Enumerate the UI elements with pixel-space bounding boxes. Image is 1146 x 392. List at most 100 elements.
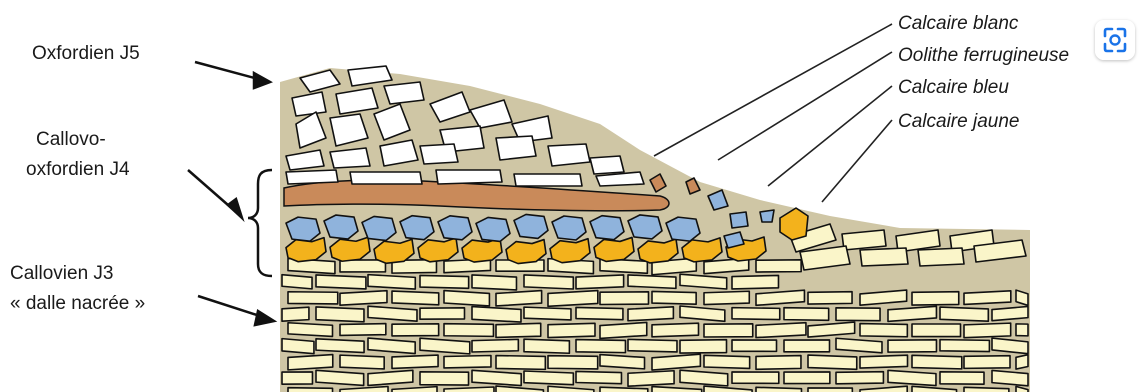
callovo-bracket xyxy=(248,170,272,276)
label-dalle-nacree: « dalle nacrée » xyxy=(10,292,145,316)
dalle-block xyxy=(288,388,333,392)
dalle-block xyxy=(680,340,727,353)
dalle-block xyxy=(472,370,521,385)
dalle-block xyxy=(732,275,778,289)
blue-block xyxy=(362,216,396,240)
blue-block xyxy=(552,216,586,240)
dalle-block xyxy=(964,323,1011,338)
dalle-block xyxy=(548,323,595,337)
dalle-block xyxy=(842,230,886,250)
dalle-block xyxy=(628,339,677,352)
dalle-block xyxy=(496,291,542,306)
dalle-block xyxy=(808,355,857,369)
dalle-block xyxy=(288,355,333,370)
lens-scan-icon xyxy=(1095,20,1135,60)
dalle-block xyxy=(576,275,624,289)
dalle-block xyxy=(628,307,673,321)
dalle-block xyxy=(472,307,521,323)
dalle-block xyxy=(652,323,698,337)
dalle-block xyxy=(940,307,988,321)
right-leader-lines xyxy=(654,24,892,202)
dalle-block xyxy=(340,291,387,306)
blue-block xyxy=(666,217,700,241)
blue-block xyxy=(590,216,624,240)
dalle-block xyxy=(282,275,312,289)
dalle-block xyxy=(600,387,648,392)
dalle-block xyxy=(704,355,750,368)
label-calcaire-jaune: Calcaire jaune xyxy=(898,110,1019,134)
white-block xyxy=(286,170,338,184)
dalle-block xyxy=(420,275,469,288)
white-block xyxy=(420,144,458,164)
white-block xyxy=(436,170,502,184)
blue-block xyxy=(628,215,662,239)
dalle-block xyxy=(282,372,312,384)
left-arrows xyxy=(188,62,274,325)
dalle-block xyxy=(368,370,413,385)
dalle-block xyxy=(444,324,493,337)
blue-block xyxy=(514,214,548,238)
dalle-block xyxy=(444,355,491,367)
dalle-block xyxy=(836,372,883,384)
label-oolithe-ferrugineuse: Oolithe ferrugineuse xyxy=(898,44,1069,68)
dalle-block xyxy=(600,322,647,338)
blue-fragment xyxy=(760,210,774,222)
dalle-block xyxy=(940,340,989,352)
white-block xyxy=(350,172,422,184)
blue-limestone-layer xyxy=(286,214,700,241)
dalle-block xyxy=(472,339,518,352)
dalle-block xyxy=(316,275,366,289)
dalle-block xyxy=(732,308,780,320)
dalle-block xyxy=(316,307,364,322)
dalle-block xyxy=(964,387,1009,392)
dalle-block xyxy=(756,260,801,272)
dalle-block xyxy=(420,372,469,385)
dalle-block xyxy=(600,292,648,305)
dalle-block xyxy=(680,370,728,386)
dalle-block xyxy=(888,370,936,385)
dalle-block xyxy=(548,291,598,307)
blue-block xyxy=(286,217,320,241)
dalle-block xyxy=(576,307,623,319)
dalle-block xyxy=(784,308,829,321)
dalle-block xyxy=(756,323,806,338)
dalle-block xyxy=(444,291,489,306)
dalle-block xyxy=(288,292,338,304)
white-block xyxy=(590,156,624,174)
dalle-block xyxy=(288,323,332,337)
dalle-block xyxy=(860,355,908,368)
dalle-block xyxy=(576,371,621,383)
dalle-block xyxy=(628,371,674,386)
blue-fragment xyxy=(730,212,748,228)
dalle-block xyxy=(316,370,364,385)
dalle-block xyxy=(420,338,470,354)
dalle-block xyxy=(888,340,936,352)
blue-block xyxy=(476,217,510,241)
dalle-block xyxy=(756,387,801,392)
dalle-block xyxy=(888,306,936,321)
dalle-block xyxy=(808,388,852,392)
label-callovo: Callovo- xyxy=(36,128,106,152)
dalle-block xyxy=(600,355,645,369)
dalle-block xyxy=(808,292,852,304)
dalle-block xyxy=(392,324,439,336)
dalle-block xyxy=(756,356,801,370)
white-block xyxy=(330,148,370,168)
dalle-block xyxy=(704,324,753,337)
dalle-block xyxy=(340,355,384,369)
lens-scan-button[interactable] xyxy=(1095,20,1135,60)
dalle-block xyxy=(940,372,984,384)
dalle-block xyxy=(836,308,880,321)
dalle-block xyxy=(524,371,573,385)
dalle-block xyxy=(992,370,1028,385)
dalle-block xyxy=(282,339,314,354)
dalle-block xyxy=(524,307,571,320)
dalle-block xyxy=(860,324,907,337)
dalle-block xyxy=(784,340,830,352)
dalle-block xyxy=(496,356,545,370)
dalle-block xyxy=(912,355,962,369)
dalle-block xyxy=(652,354,700,370)
dalle-block xyxy=(652,291,696,304)
blue-block xyxy=(324,215,358,239)
dalle-block xyxy=(576,340,625,353)
